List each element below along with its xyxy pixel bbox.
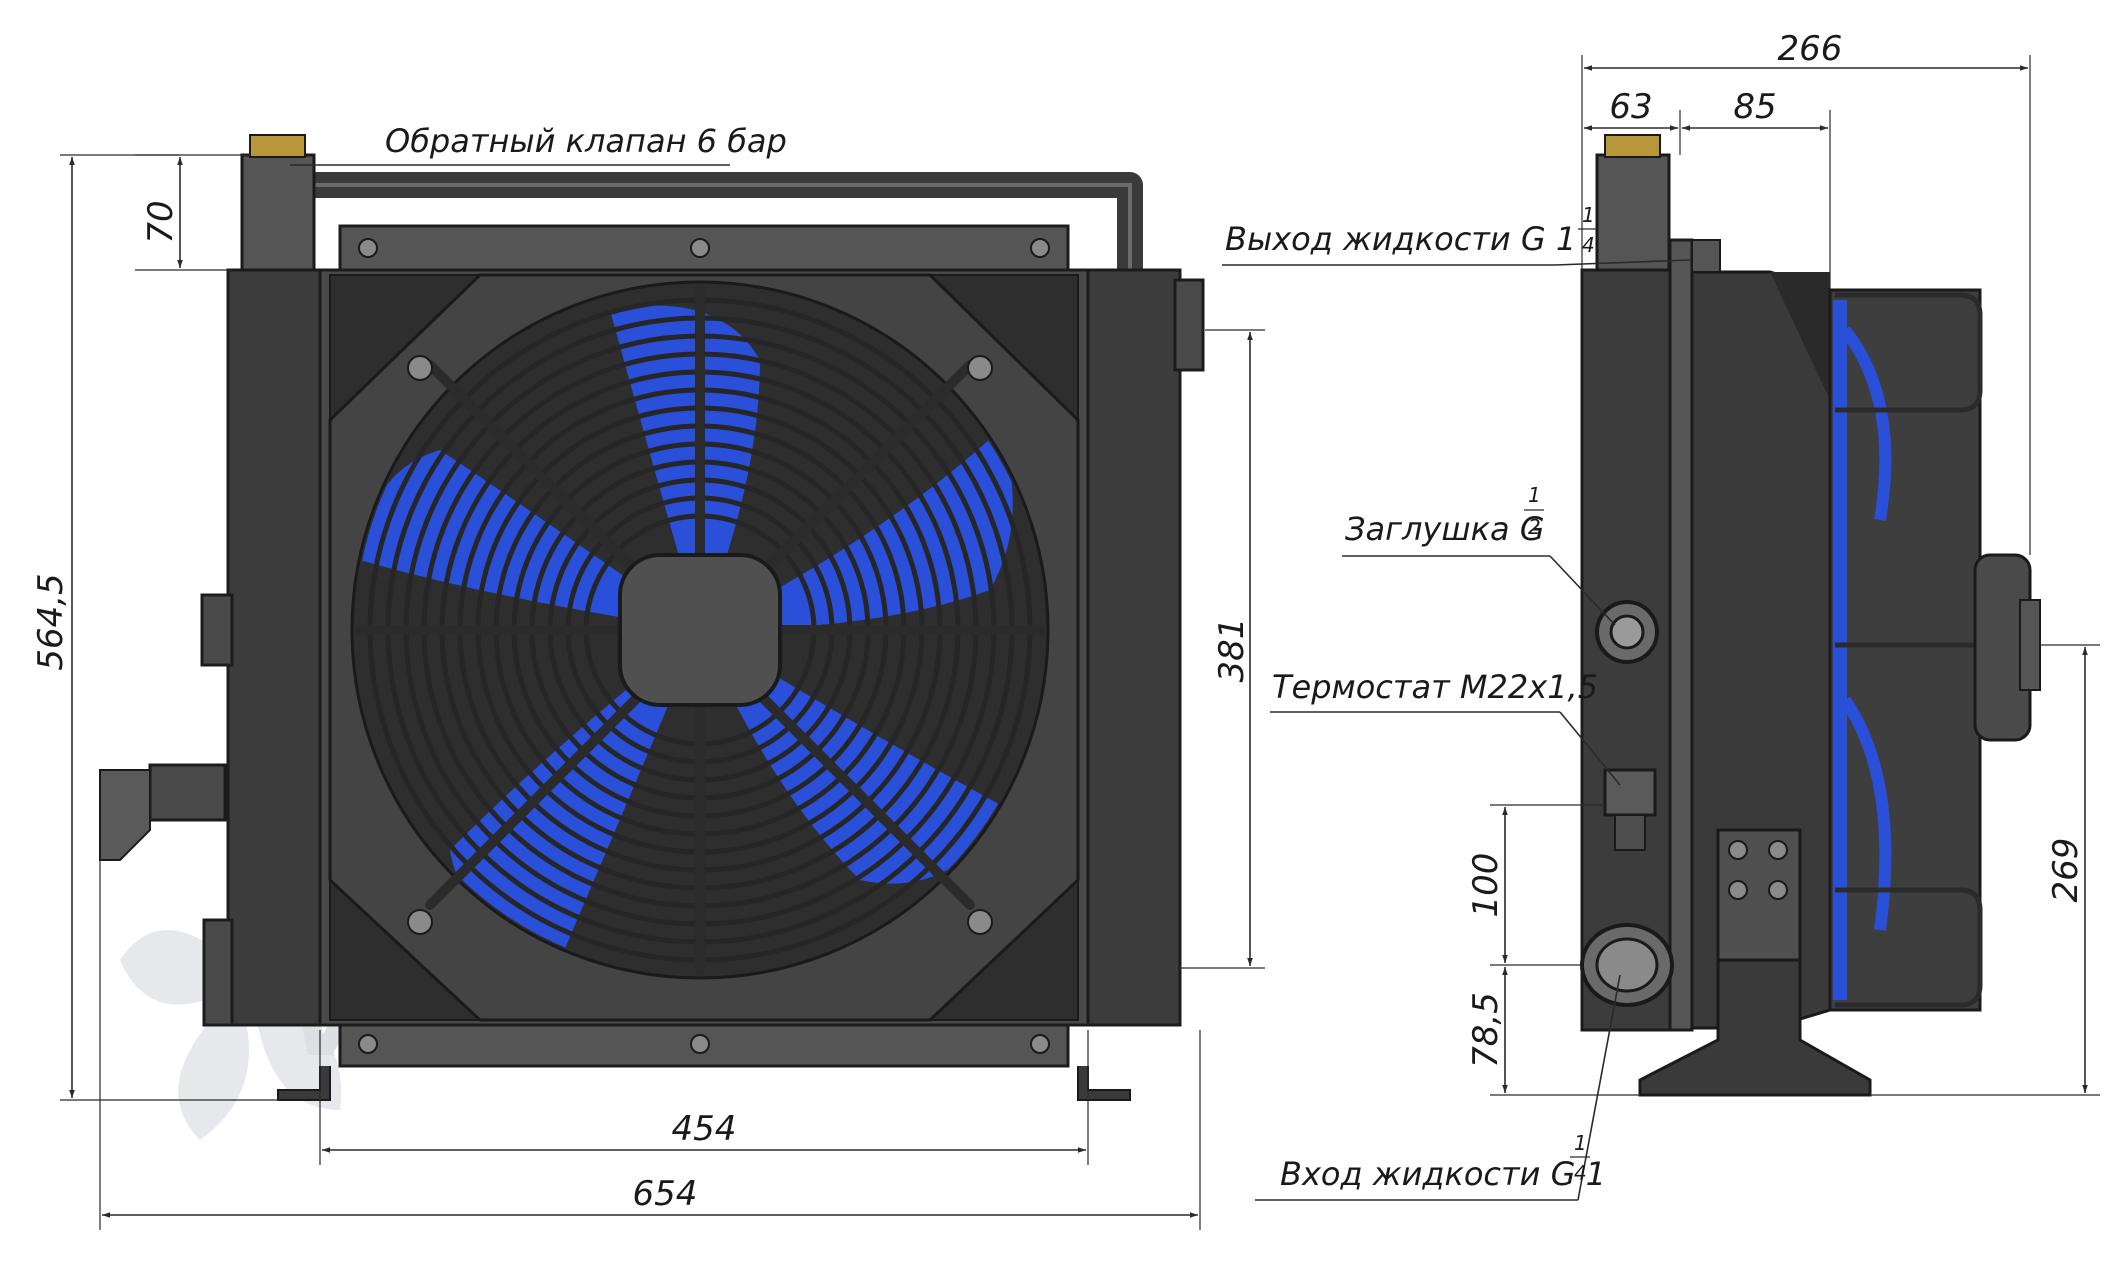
thermostat-front bbox=[148, 763, 227, 822]
left-tank bbox=[226, 268, 322, 1027]
plug-label: Заглушка G bbox=[1345, 510, 1545, 548]
dim-port-spacing: 381 bbox=[1212, 618, 1252, 683]
outlet-frac-den: 4 bbox=[1582, 233, 1595, 257]
check-valve-label: Обратный клапан 6 бар bbox=[385, 122, 787, 160]
front-dimensions: 70 564,5 381 454 654 bbox=[31, 154, 1265, 1230]
side-valve-nut bbox=[1604, 134, 1661, 158]
side-inlet bbox=[1580, 923, 1674, 1007]
dim-mount-width: 454 bbox=[672, 1109, 737, 1149]
fan-blade-3 bbox=[700, 630, 1010, 884]
left-plug-front bbox=[200, 593, 234, 667]
side-plug bbox=[1595, 600, 1659, 664]
dim-100: 100 bbox=[1466, 853, 1506, 918]
check-valve-callout: Обратный клапан 6 бар bbox=[290, 122, 787, 166]
mounting-bolts bbox=[358, 238, 1050, 1054]
side-flange bbox=[1668, 238, 1694, 1032]
right-tank bbox=[1086, 268, 1182, 1027]
dim-valve-height: 70 bbox=[141, 200, 181, 243]
inlet-label: Вход жидкости G 1 bbox=[1280, 1155, 1606, 1193]
plug-frac-den: 2 bbox=[1528, 515, 1541, 539]
outlet-frac-num: 1 bbox=[1582, 203, 1595, 227]
inlet-frac-num: 1 bbox=[1574, 1131, 1587, 1155]
fan-assembly bbox=[350, 280, 1050, 980]
side-callouts: Выход жидкости G 1 1 4 Заглушка G 1 2 Те… bbox=[1222, 203, 1691, 1201]
dim-269: 269 bbox=[2046, 838, 2086, 903]
side-foot-bracket bbox=[1638, 828, 1872, 1097]
dim-63: 63 bbox=[1609, 87, 1652, 127]
outlet-port-front bbox=[1173, 278, 1205, 372]
dim-depth-total: 266 bbox=[1778, 29, 1843, 69]
dim-85: 85 bbox=[1733, 87, 1776, 127]
plug-frac-num: 1 bbox=[1528, 483, 1541, 507]
thermostat-connector bbox=[99, 769, 151, 861]
thermostat-label: Термостат М22х1,5 bbox=[1272, 668, 1598, 706]
fan-blade-1 bbox=[610, 305, 760, 630]
side-valve-body bbox=[1595, 153, 1671, 272]
inlet-port-front bbox=[202, 918, 234, 1027]
check-valve-body bbox=[240, 153, 316, 272]
side-dimensions: 266 63 85 100 78,5 269 bbox=[1466, 29, 2100, 1096]
outlet-label: Выход жидкости G 1 bbox=[1225, 220, 1576, 258]
dim-total-height: 564,5 bbox=[31, 573, 71, 670]
fan-blade-5 bbox=[360, 450, 700, 630]
dim-total-width: 654 bbox=[633, 1174, 698, 1214]
side-fan-guard bbox=[1828, 288, 1983, 1012]
dim-78-5: 78,5 bbox=[1466, 992, 1506, 1068]
side-view bbox=[1580, 134, 2041, 1097]
fan-motor-hub bbox=[618, 553, 782, 707]
inlet-frac-den: 4 bbox=[1574, 1161, 1587, 1185]
side-outlet-fitting bbox=[1691, 239, 1721, 273]
front-view bbox=[99, 134, 1205, 1101]
right-foot bbox=[1077, 1066, 1131, 1101]
check-valve-nut bbox=[249, 134, 306, 158]
